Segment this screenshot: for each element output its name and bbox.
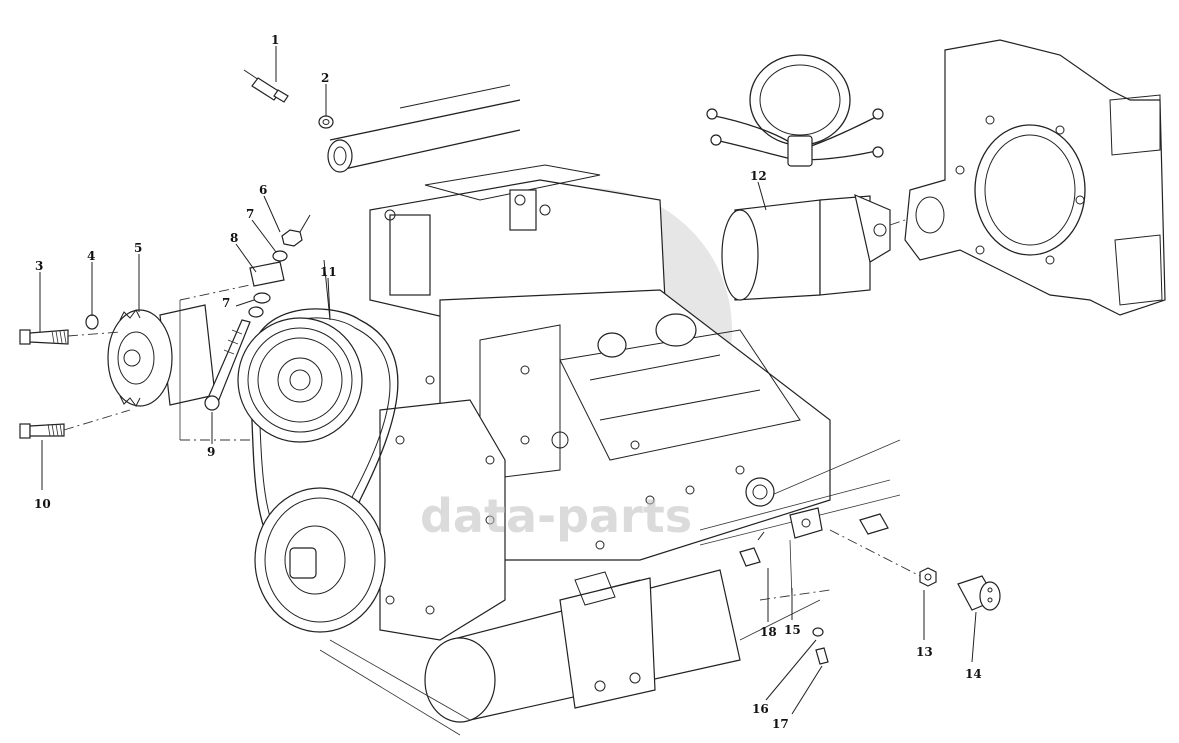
- alternator: [107, 304, 216, 407]
- callout-2: 2: [321, 71, 329, 85]
- spacer: [249, 261, 285, 287]
- small-washer: [812, 627, 824, 637]
- adapter-block: [789, 507, 823, 539]
- pressure-switch: [957, 575, 1001, 611]
- callout-9: 9: [207, 445, 215, 459]
- callout-8: 8: [230, 231, 238, 245]
- oil-filter: [424, 569, 741, 723]
- callout-3: 3: [35, 259, 43, 273]
- flywheel-housing: [904, 39, 1166, 316]
- callout-4: 4: [87, 249, 95, 263]
- washer-lower: [248, 292, 271, 318]
- callout-5: 5: [134, 241, 142, 255]
- callout-14: 14: [965, 667, 982, 681]
- starter-motor: [721, 193, 891, 301]
- callout-7b: 7: [222, 296, 230, 310]
- callout-12: 12: [750, 169, 767, 183]
- callout-6: 6: [259, 183, 267, 197]
- washer: [318, 115, 334, 129]
- engine-block: [369, 164, 901, 561]
- sealing-washer: [919, 567, 937, 587]
- callout-16: 16: [752, 702, 769, 716]
- adjusting-arm: [204, 319, 251, 411]
- callout-17: 17: [772, 717, 789, 731]
- callout-1: 1: [271, 33, 279, 47]
- bolt-upper: [19, 329, 69, 345]
- washer-spring: [85, 314, 99, 330]
- oil-pressure-fitting: [745, 477, 775, 507]
- sensor-bracket: [859, 513, 889, 535]
- glow-plug: [243, 69, 289, 103]
- fuel-rail-tube: [327, 84, 521, 173]
- callouts: 1 2 3 4 5 6 7 7 8 9 10 11 12 13 14 15 16…: [34, 33, 982, 731]
- fan-pulley: [237, 317, 363, 443]
- callout-15: 15: [784, 623, 801, 637]
- small-plug: [815, 647, 829, 665]
- oil-pan: [319, 599, 821, 736]
- v-belt: [248, 308, 399, 569]
- leader-lines: [39, 46, 977, 715]
- crankshaft-pulley: [254, 487, 386, 633]
- callout-13: 13: [916, 645, 933, 659]
- nut-top: [281, 214, 311, 247]
- elbow-fitting: [739, 531, 765, 567]
- bolt-lower: [19, 423, 65, 439]
- washer-top: [272, 250, 288, 262]
- callout-18: 18: [760, 625, 777, 639]
- callout-11: 11: [320, 265, 337, 279]
- watermark-text: data-parts: [420, 489, 692, 543]
- front-cover: [379, 399, 506, 641]
- wiring-harness: [706, 54, 884, 167]
- callout-7a: 7: [246, 207, 254, 221]
- callout-10: 10: [34, 497, 51, 511]
